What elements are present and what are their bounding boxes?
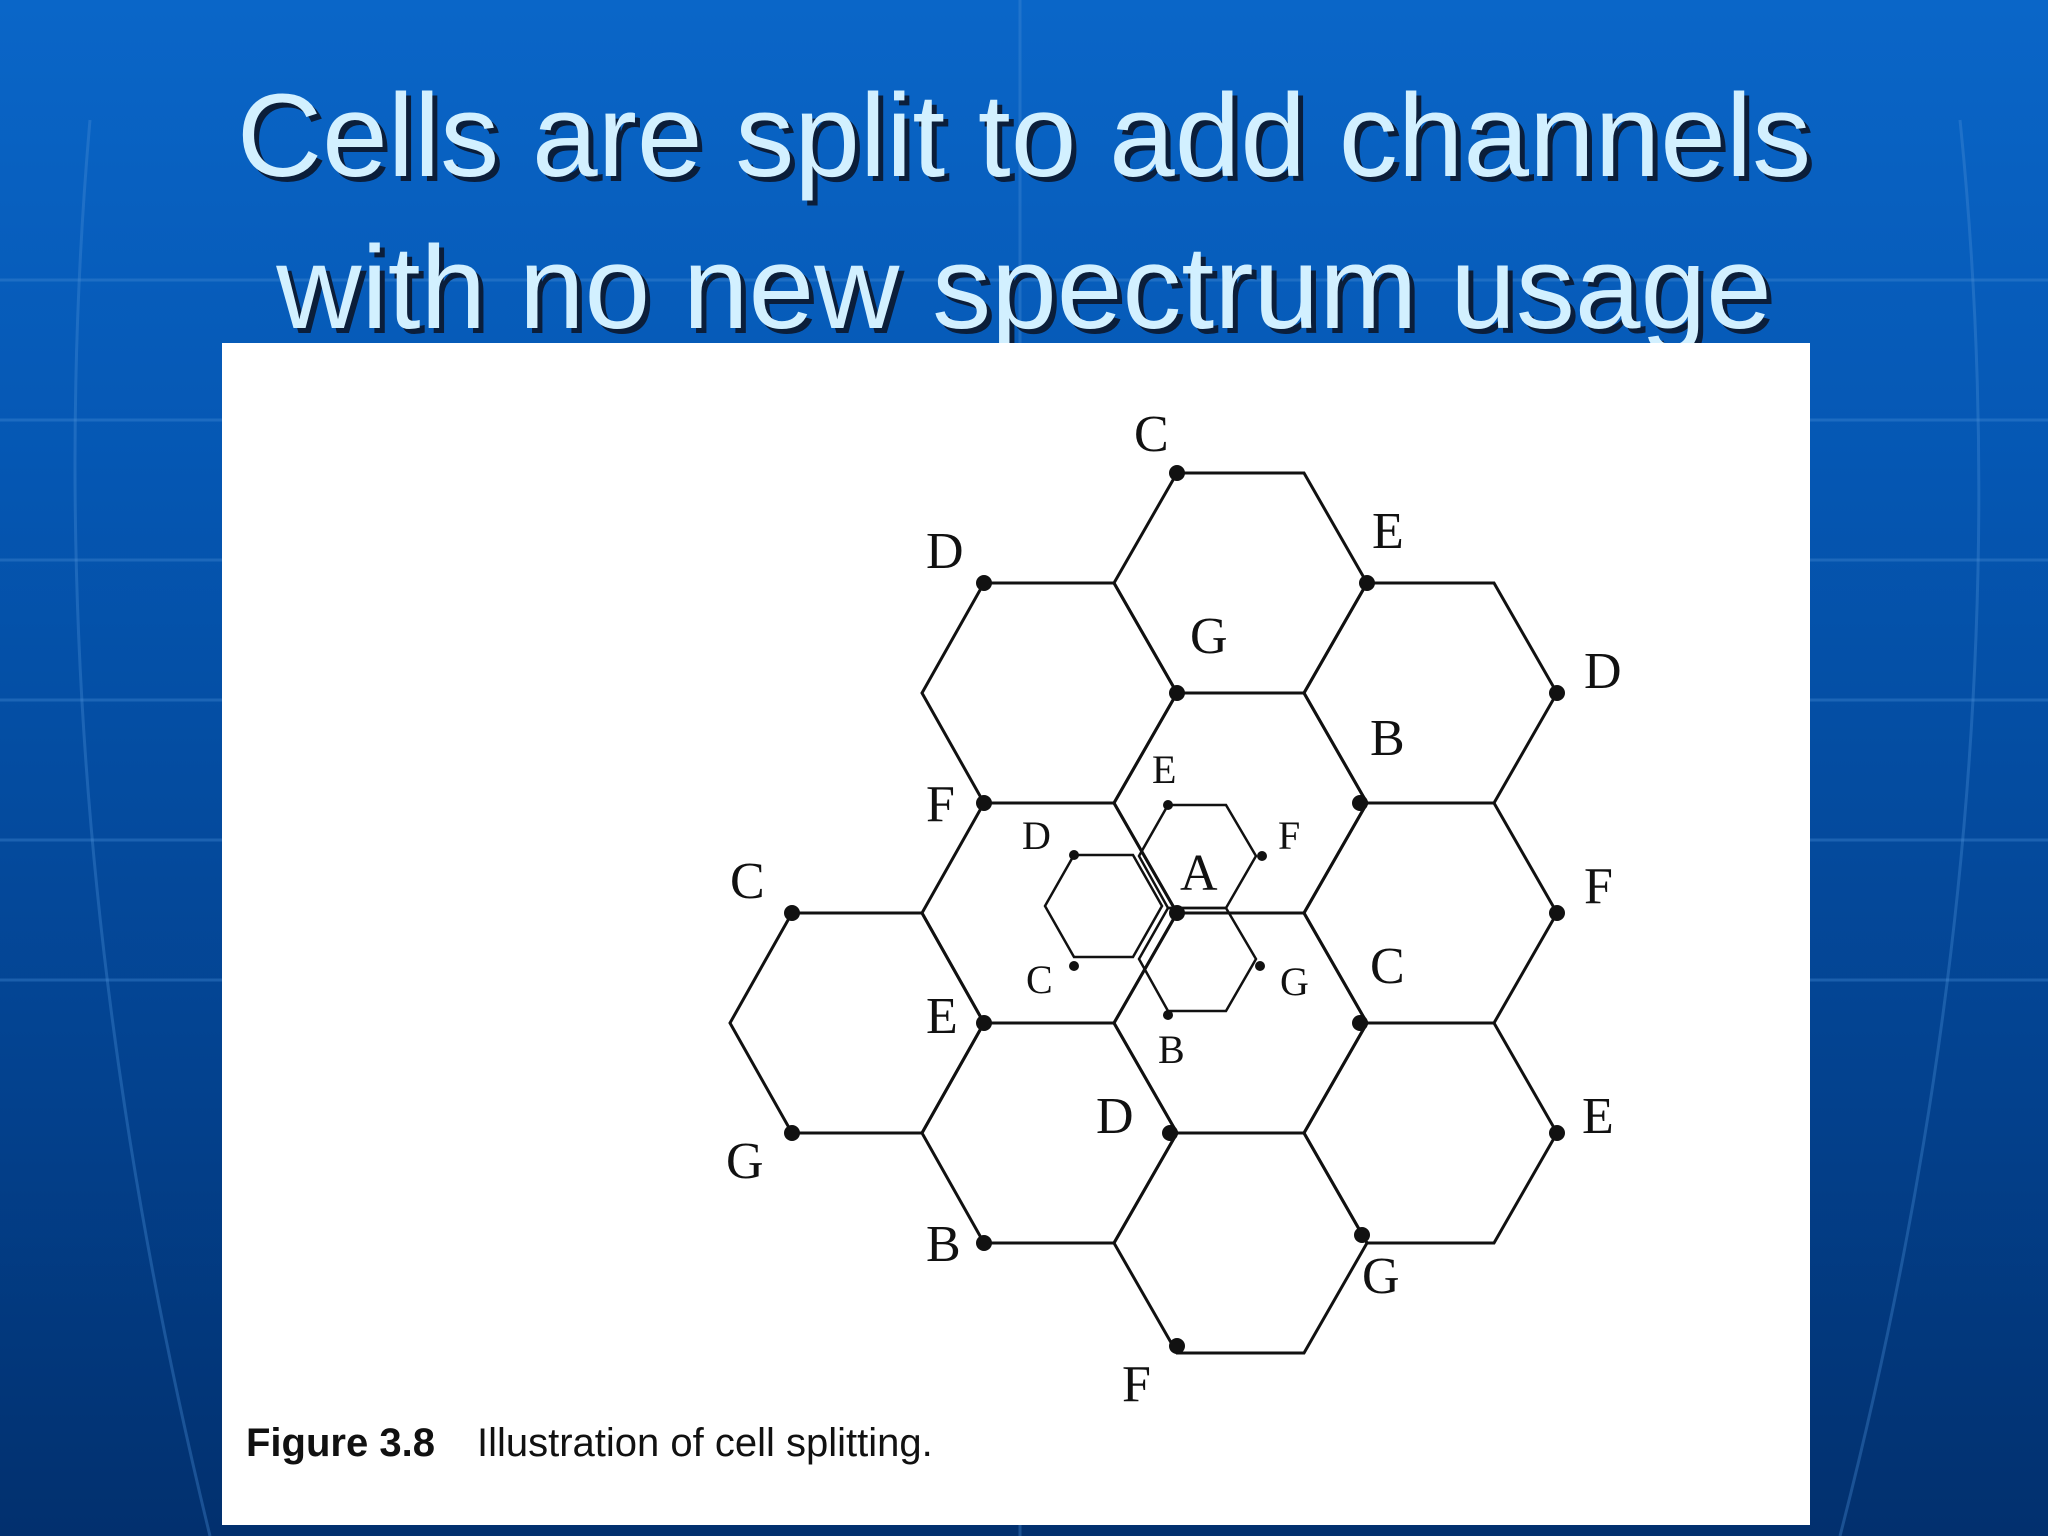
hex-cell-bottom — [1112, 1131, 1369, 1355]
figure-caption: Figure 3.8 Illustration of cell splitting… — [246, 1421, 933, 1466]
hex-cell-upper-right — [1302, 581, 1559, 805]
label-g: G — [726, 1133, 764, 1190]
small-hexagon-cells — [1043, 803, 1258, 1013]
title-line-2: with no new spectrum usage — [276, 222, 1772, 354]
small-label-c: C — [1026, 957, 1053, 1002]
caption-text: Illustration of cell splitting. — [476, 1421, 933, 1465]
small-cell-labels: E F D G C B — [1022, 747, 1309, 1072]
label-d: D — [926, 523, 964, 580]
hex-cell-upper-left — [920, 581, 1179, 805]
label-c: C — [730, 853, 765, 910]
label-d: D — [1096, 1088, 1134, 1145]
hex-cell-lower-center — [1112, 911, 1369, 1135]
label-e: E — [1582, 1088, 1614, 1145]
large-cell-labels: C D E G D B F F C C E E G D B G F A — [726, 406, 1622, 1413]
label-f: F — [1122, 1356, 1151, 1413]
label-b: B — [1370, 710, 1405, 767]
hex-cell-right — [1302, 801, 1559, 1025]
label-c: C — [1370, 938, 1405, 995]
label-b: B — [926, 1216, 961, 1273]
small-label-f: F — [1278, 813, 1300, 858]
label-f: F — [1584, 858, 1613, 915]
title-line-1: Cells are split to add channels — [236, 70, 1812, 202]
hex-cell-lower-left — [920, 1021, 1179, 1245]
slide-title: Cells are split to add channels with no … — [0, 60, 2048, 364]
small-label-b: B — [1158, 1027, 1185, 1072]
label-g: G — [1362, 1248, 1400, 1305]
caption-number: Figure 3.8 — [246, 1421, 435, 1465]
small-label-d: D — [1022, 813, 1051, 858]
large-hexagon-grid — [728, 471, 1559, 1355]
small-label-e: E — [1152, 747, 1176, 792]
label-a-center: A — [1180, 845, 1218, 902]
small-hex-lower — [1137, 906, 1258, 1013]
label-d: D — [1584, 643, 1622, 700]
label-g: G — [1190, 608, 1228, 665]
label-e: E — [926, 988, 958, 1045]
small-label-g: G — [1280, 959, 1309, 1004]
cell-splitting-diagram: C D E G D B F F C C E E G D B G F A E F … — [726, 406, 1622, 1413]
hex-cell-lower-right — [1302, 1021, 1559, 1245]
label-f: F — [926, 776, 955, 833]
figure-panel: C D E G D B F F C C E E G D B G F A E F … — [222, 343, 1810, 1525]
base-station-dots — [784, 465, 1565, 1354]
hex-cell-top — [1112, 471, 1369, 695]
label-e: E — [1372, 503, 1404, 560]
label-c: C — [1134, 406, 1169, 463]
small-hex-left — [1043, 853, 1164, 959]
